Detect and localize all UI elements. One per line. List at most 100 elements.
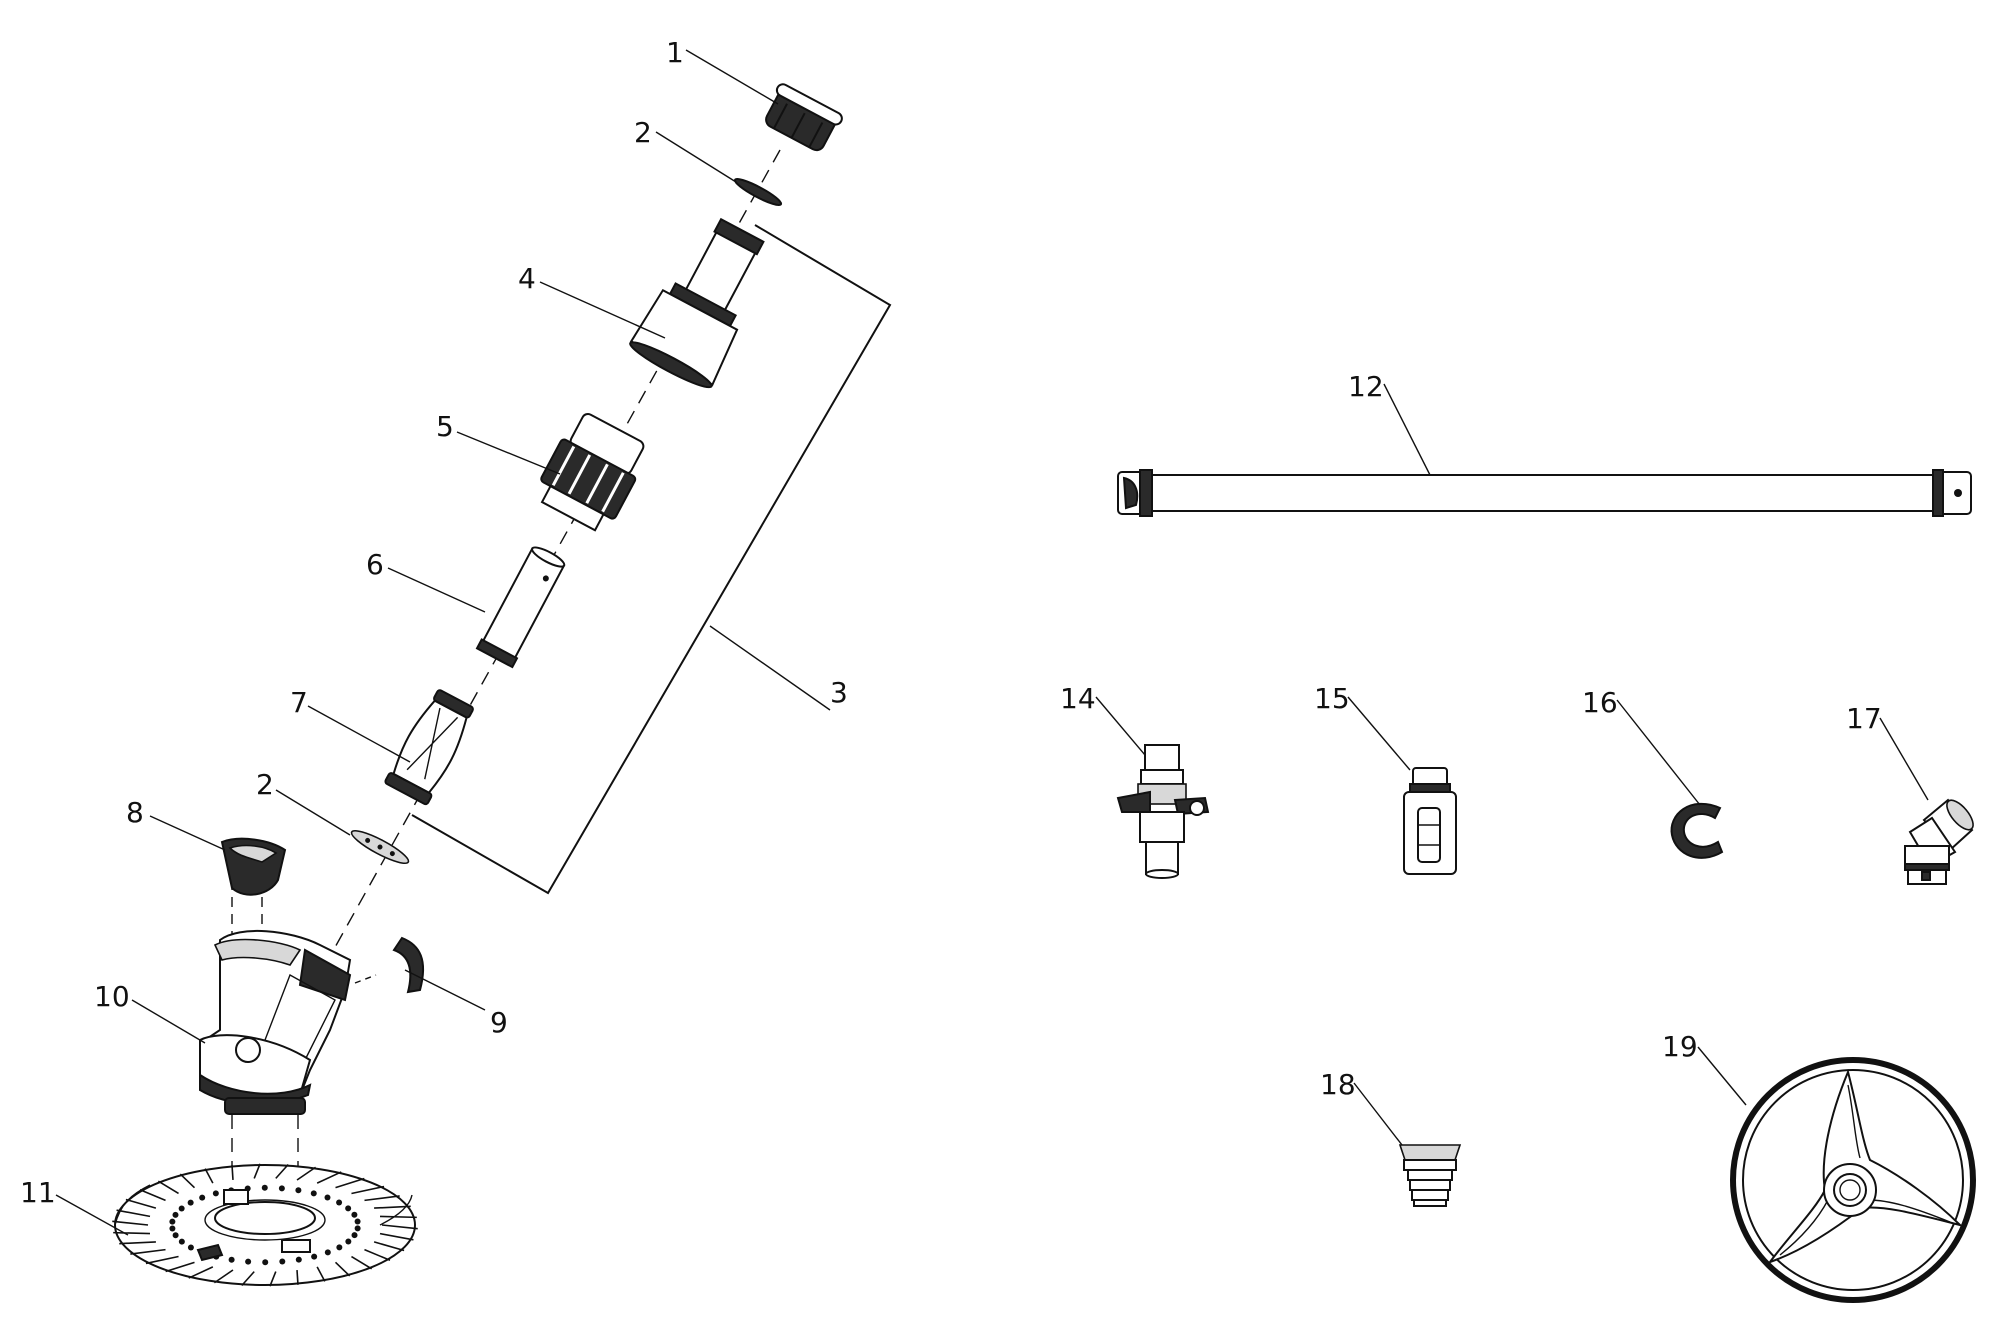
disc-fin [157,1180,179,1195]
part-5-coupling [540,413,645,532]
disc-fin [335,1177,365,1189]
disc-hole [245,1258,252,1265]
disc-fin [125,1198,157,1209]
callout-5: 5 [436,410,454,443]
callout-12: 12 [1348,370,1384,403]
leader-lines [55,49,1929,1236]
part-1-hose-nut [765,83,843,152]
disc-hole [336,1199,343,1206]
disc-fin [296,1269,299,1285]
callout-6: 6 [366,548,384,581]
part-10-cleaner-body [199,930,352,1115]
part-12-hose-section [1117,469,1972,517]
callout-8: 8 [126,796,144,829]
disc-hole [199,1194,206,1201]
part-8-handle-cap [220,837,287,896]
disc-hole [187,1244,194,1251]
disc-hole [324,1249,331,1256]
disc-fin [351,1255,373,1270]
disc-hole [172,1211,179,1218]
disc-fin [188,1266,214,1279]
disc-hole [354,1225,361,1232]
disc-fin [179,1173,196,1189]
disc-fin [139,1188,166,1202]
callout-7: 7 [290,686,308,719]
disc-fin [145,1255,179,1265]
callout-19: 19 [1662,1030,1698,1063]
disc-fin [112,1220,149,1226]
part-17-elbow [1904,798,1974,885]
disc-hole [311,1253,318,1260]
disc-fin [351,1185,385,1195]
part-19-bumper-ring [1730,1057,1976,1303]
disc-fin [379,1232,414,1241]
callout-3: 3 [830,676,848,709]
bracket-item-3 [411,224,892,895]
disc-fin [364,1248,391,1262]
part-4-swivel-connector [629,217,765,389]
disc-fin [374,1205,411,1209]
part-14-regulator-valve [1116,744,1210,879]
disc-hole [212,1190,219,1197]
disc-hole [354,1218,361,1225]
callout-labels: 1 2 2 3 4 5 6 7 8 9 10 11 12 14 15 16 17… [20,36,1882,1209]
part-6-hose-tube [475,546,566,669]
disc-hole [178,1205,185,1212]
disc-hole [336,1244,343,1251]
disc-hole [279,1258,286,1265]
disc-hole [310,1190,317,1197]
callout-17: 17 [1846,702,1882,735]
disc-fin [334,1261,351,1277]
part-18-cone-adapter [1398,1144,1462,1207]
disc-hole [351,1211,358,1218]
callout-2-upper: 2 [634,116,652,149]
callout-4: 4 [518,262,536,295]
disc-fin [119,1241,156,1245]
disc-hole [278,1185,285,1192]
part-7-diaphragm-housing [384,689,474,806]
disc-fin [379,1215,417,1219]
disc-fin [113,1231,151,1235]
disc-hole [228,1256,235,1263]
disc-hole [324,1194,331,1201]
disc-fin [231,1165,234,1181]
part-15-leaf-canister [1403,767,1457,875]
disc-hole [345,1238,352,1245]
disc-hole [295,1256,302,1263]
disc-fin [253,1163,261,1179]
part-11-disc [112,1163,418,1287]
disc-hole [261,1184,268,1191]
part-16-c-clip [1670,802,1724,859]
disc-fin [165,1261,195,1273]
disc-hole [295,1187,302,1194]
callout-14: 14 [1060,682,1096,715]
part-9-foot-clip [354,936,425,994]
disc-fin [204,1168,214,1184]
disc-fin [373,1241,405,1252]
disc-hole [351,1232,358,1239]
disc-fin [364,1195,400,1202]
callout-9: 9 [490,1006,508,1039]
disc-fin [316,1266,326,1282]
callout-16: 16 [1582,686,1618,719]
disc-fin [296,1166,317,1181]
disc-hole [345,1205,352,1212]
disc-fin [316,1171,342,1184]
disc-hole [262,1259,269,1266]
callout-10: 10 [94,980,130,1013]
callout-11: 11 [20,1176,56,1209]
disc-fin [130,1248,166,1255]
disc-fin [241,1271,255,1287]
callout-18: 18 [1320,1068,1356,1101]
callout-15: 15 [1314,682,1350,715]
disc-fin [213,1269,234,1284]
disc-hole [178,1238,185,1245]
disc-fin [381,1224,418,1230]
part-2-gasket-lower [350,829,410,865]
disc-fin [275,1163,289,1179]
disc-hole [169,1218,176,1225]
disc-fin [116,1209,151,1218]
part-2-o-ring-upper [733,178,783,206]
